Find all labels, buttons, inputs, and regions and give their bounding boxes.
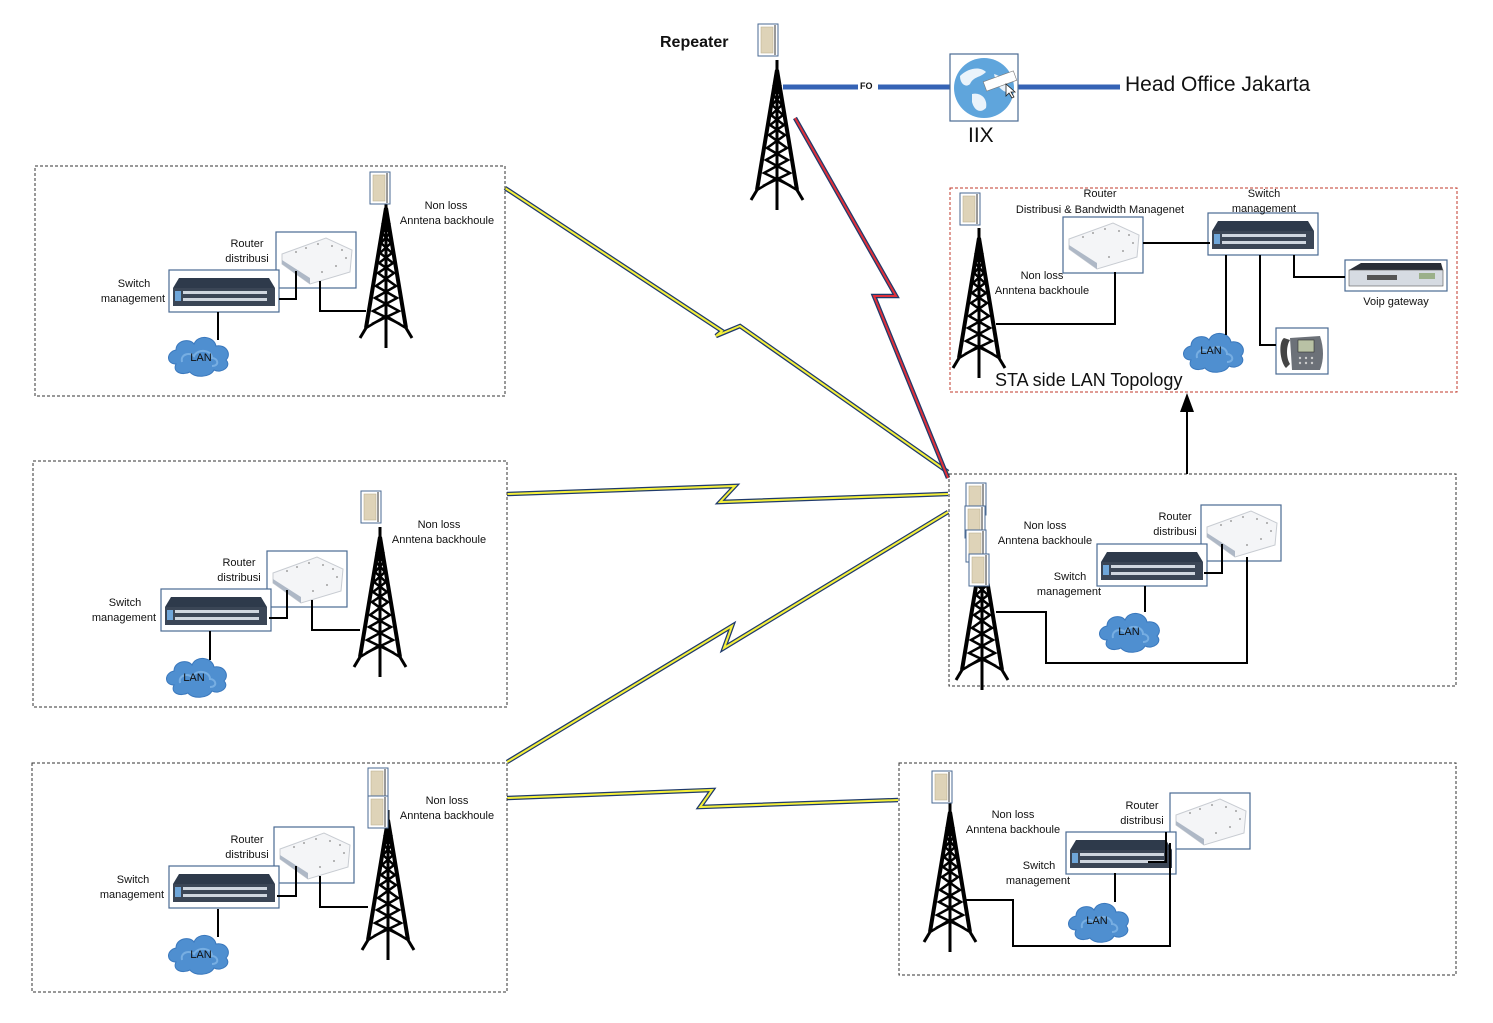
antenna-panel-icon: [360, 490, 382, 524]
site-bottom-right-router-label-line1: Router: [1125, 800, 1159, 812]
site-bottom-right-devices: [922, 770, 1251, 954]
link-bottom-left-to-bottom-right: [506, 787, 899, 810]
site-bottom-right-router-label-line2: distribusi: [1120, 815, 1164, 827]
zone-site-bottom-left: [31, 762, 508, 993]
router-icon: [1062, 216, 1144, 274]
antenna-panel-icon: [369, 171, 391, 205]
antenna-panel-icon: [367, 795, 389, 829]
site-hub-switch-label-line2: management: [1036, 586, 1102, 598]
zone-sta-topology: [949, 187, 1458, 393]
site-bottom-right-antenna-label-line2: Anntena backhoule: [965, 824, 1061, 836]
site-mid-left-switch-label-line1: Switch: [108, 597, 142, 609]
router-icon: [275, 231, 357, 289]
repeater-tower: [749, 23, 805, 212]
site-top-left-antenna-label-line1: Non loss: [424, 200, 468, 212]
sta-topology-title: STA side LAN Topology: [995, 370, 1183, 390]
site-mid-left-switch-label-line2: management: [91, 612, 157, 624]
site-bottom-left-lan-label: LAN: [190, 949, 212, 961]
antenna-panel-icon: [367, 767, 389, 801]
repeater-label: Repeater: [660, 34, 729, 51]
switch-icon: [1207, 212, 1319, 256]
router-icon: [273, 826, 355, 884]
switch-icon: [1096, 543, 1208, 587]
site-bottom-left-devices: [167, 767, 416, 976]
site-mid-left-antenna-label-line1: Non loss: [417, 519, 461, 531]
site-bottom-left-router-label-line1: Router: [230, 834, 264, 846]
voip-gateway-label: Voip gateway: [1363, 296, 1429, 308]
site-hub-switch-label-line1: Switch: [1053, 571, 1087, 583]
fo-label: FO: [860, 81, 873, 91]
site-top-left-lan-label: LAN: [190, 352, 212, 364]
sta-topology-devices: [951, 192, 1448, 380]
site-bottom-left-switch-label-line2: management: [99, 889, 165, 901]
site-top-left-router-label-line2: distribusi: [225, 253, 269, 265]
antenna-panel-icon: [959, 192, 981, 226]
site-hub-antenna-label-line2: Anntena backhoule: [997, 535, 1093, 547]
iix-label: IIX: [968, 124, 994, 147]
sta-router-label-line1: Router: [1083, 188, 1117, 200]
site-top-left-router-label-line1: Router: [230, 238, 264, 250]
voip-gateway-icon: [1344, 259, 1448, 292]
site-bottom-right-switch-label-line1: Switch: [1022, 860, 1056, 872]
router-icon: [1169, 792, 1251, 850]
site-bottom-left-switch-label-line1: Switch: [116, 874, 150, 886]
site-mid-left-router-label-line2: distribusi: [217, 572, 261, 584]
site-hub-router-label-line2: distribusi: [1153, 526, 1197, 538]
site-mid-left-lan-label: LAN: [183, 672, 205, 684]
site-bottom-right-lan-label: LAN: [1086, 915, 1108, 927]
sta-router-label-line2: Distribusi & Bandwidth Managenet: [1015, 204, 1185, 216]
ip-phone-icon: [1275, 327, 1329, 375]
site-bottom-right-antenna-label-line1: Non loss: [991, 809, 1035, 821]
link-repeater-to-hub: [793, 116, 951, 479]
site-top-left-switch-label-line1: Switch: [117, 278, 151, 290]
router-icon: [1200, 504, 1282, 562]
sta-lan-label: LAN: [1200, 345, 1222, 357]
site-top-left-devices: [167, 171, 414, 378]
site-bottom-right-switch-label-line2: management: [1005, 875, 1071, 887]
site-bottom-left-antenna-label-line2: Anntena backhoule: [399, 810, 495, 822]
fiber-links: [783, 81, 1120, 93]
zone-site-top-left: [34, 165, 506, 397]
repeater-antenna-panel-icon: [757, 23, 779, 57]
site-top-left-antenna-label-line2: Anntena backhoule: [399, 215, 495, 227]
site-hub-lan-label: LAN: [1118, 626, 1140, 638]
antenna-panel-icon: [931, 770, 953, 804]
switch-icon: [168, 269, 280, 313]
switch-icon: [1065, 831, 1177, 875]
switch-icon: [168, 865, 280, 909]
router-icon: [266, 550, 348, 608]
link-bottom-left-to-hub: [505, 510, 950, 764]
tower-icon: [951, 226, 1007, 380]
wireless-links: [503, 116, 951, 810]
switch-icon: [160, 588, 272, 632]
iix-globe-icon: [949, 53, 1019, 122]
arrow-hub-to-sta: [1180, 393, 1194, 474]
site-hub-router-label-line1: Router: [1158, 511, 1192, 523]
link-mid-left-to-hub: [506, 483, 949, 505]
site-hub-antenna-label-line1: Non loss: [1023, 520, 1067, 532]
sta-switch-label-line2: management: [1231, 203, 1297, 215]
site-hub-devices: [954, 482, 1282, 692]
site-top-left-switch-label-line2: management: [100, 293, 166, 305]
site-mid-left-devices: [160, 490, 408, 699]
site-mid-left-router-label-line1: Router: [222, 557, 256, 569]
antenna-panel-icon: [968, 553, 990, 587]
site-bottom-left-router-label-line2: distribusi: [225, 849, 269, 861]
zone-boxes: [31, 165, 1458, 993]
sta-antenna-label-line1: Non loss: [1020, 270, 1064, 282]
zone-site-bottom-right: [898, 762, 1457, 976]
zone-site-hub: [948, 473, 1457, 687]
site-mid-left-antenna-label-line2: Anntena backhoule: [391, 534, 487, 546]
link-top-left-to-hub: [503, 186, 950, 474]
head-office-label: Head Office Jakarta: [1125, 73, 1311, 96]
tower-icon: [360, 808, 416, 962]
zone-site-mid-left: [32, 460, 508, 708]
sta-antenna-label-line2: Anntena backhoule: [994, 285, 1090, 297]
sta-switch-label-line1: Switch: [1247, 188, 1281, 200]
tower-icon: [352, 525, 408, 679]
site-bottom-left-antenna-label-line1: Non loss: [425, 795, 469, 807]
